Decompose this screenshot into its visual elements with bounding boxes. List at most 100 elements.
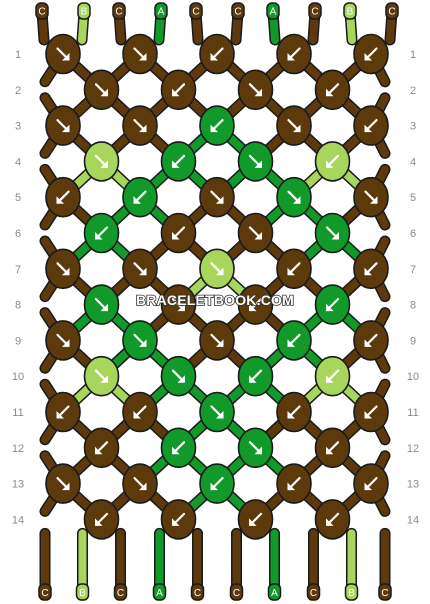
row-number-right: 6 [410,228,416,240]
bottom-strand-end [113,583,128,601]
arrow-head [293,124,301,133]
arrow-head [287,482,295,491]
arrow-head [249,375,257,383]
top-strand-end [35,2,49,20]
arrow-head [172,446,180,455]
arrow-head [139,53,147,61]
knot [237,212,274,254]
top-strand-label: A [158,7,165,18]
row-number-left: 12 [12,443,24,455]
arrow-head [216,339,224,347]
arrow-head [62,267,70,276]
knot [314,499,351,540]
bottom-strand-end [378,583,392,601]
knot [122,105,158,146]
arrow-head [326,88,334,97]
arrow-head [62,53,70,61]
knot [276,33,312,75]
top-strand-end [343,2,357,20]
row-number-right: 1 [410,49,416,61]
arrow-head [364,411,372,419]
knot [122,33,158,75]
knot [276,463,312,504]
top-strand-label: C [38,7,45,18]
arrow-head [139,267,147,276]
arrow-head [133,411,141,419]
knot [45,463,81,504]
arrow-head [364,124,372,133]
knot [353,463,389,504]
arrow-head [100,160,108,168]
knot [45,248,81,290]
top-strand-end [77,2,91,20]
arrow-head [293,196,301,204]
knot [83,284,120,325]
knot [237,69,274,111]
arrow-head [254,446,262,455]
top-strand-label: A [270,7,277,18]
knot [83,212,120,254]
arrow-head [139,339,147,347]
row-number-left: 1 [15,49,21,61]
knot [160,284,197,325]
row-number-right: 5 [410,192,416,204]
arrow-head [177,375,185,383]
knot [353,248,389,290]
row-number-left: 9 [15,335,21,347]
arrow-head [364,267,372,276]
arrow-head [210,482,218,491]
knot [160,427,197,469]
bottom-strand-label: C [41,588,48,599]
bottom-strand-end [344,583,359,601]
arrow-head [287,411,295,419]
knot [353,320,389,361]
knot [353,33,389,75]
bottom-strand-label: B [79,588,86,599]
row-number-left: 7 [15,264,21,276]
arrow-head [172,232,180,240]
knot [276,391,312,433]
arrow-head [172,88,180,97]
arrow-head [287,339,295,347]
row-number-left: 8 [15,300,21,312]
row-number-right: 8 [410,300,416,312]
knot [45,320,81,361]
top-strand-end [154,2,168,20]
arrow-head [326,446,334,455]
row-number-right: 13 [407,479,419,491]
knot [83,355,120,397]
bottom-strand-label: C [194,588,201,599]
knot [199,248,235,290]
knot [199,105,235,146]
bottom-strand-end [38,583,52,601]
knot [199,33,235,75]
arrow-head [254,232,262,240]
arrow-head [100,303,108,312]
top-strand-label: B [81,7,88,18]
arrow-head [62,482,70,491]
knot [237,284,274,325]
arrow-head [254,88,262,97]
arrow-head [100,88,108,97]
top-strand-label: B [347,7,354,18]
knot [122,320,158,361]
knot [237,355,274,397]
arrow-head [364,482,372,491]
arrow-head [100,375,108,383]
top-strand-end [308,2,322,20]
row-number-right: 3 [410,121,416,133]
knot [83,69,120,111]
row-number-right: 14 [407,514,419,526]
arrow-head [326,518,334,526]
arrow-head [62,339,70,347]
knot [45,391,81,433]
arrow-head [216,196,224,204]
arrow-head [62,124,70,133]
bottom-strand-label: B [348,588,355,599]
arrow-head [56,196,64,204]
bottom-strand-end [267,583,282,601]
arrow-head [177,303,185,312]
